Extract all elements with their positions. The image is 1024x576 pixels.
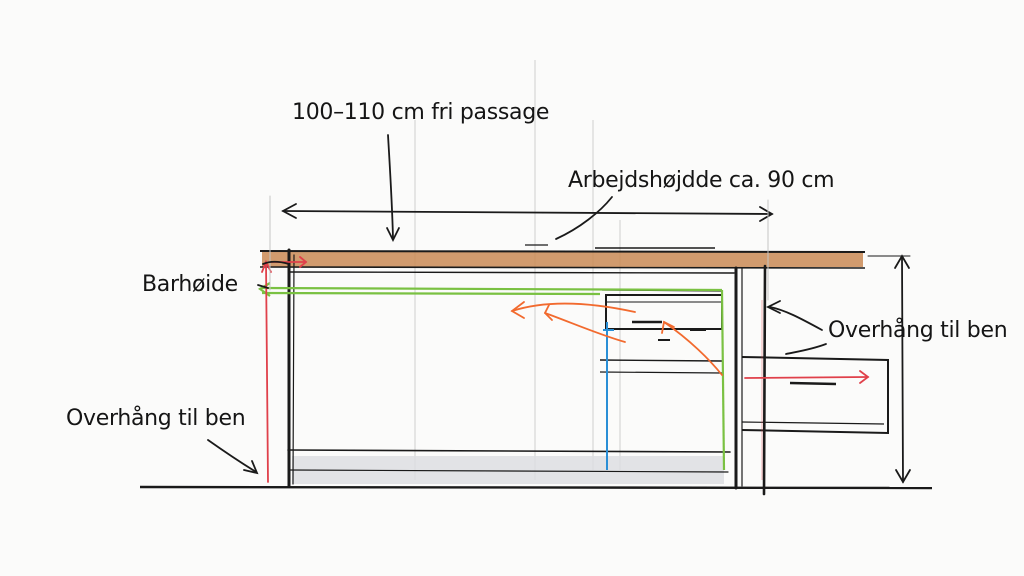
overhang-left-label: Overhång til ben <box>66 406 246 431</box>
red-markers <box>261 256 870 483</box>
bar-height-line <box>257 282 726 471</box>
floor-line <box>139 485 933 490</box>
pull-out-drawer <box>741 356 889 435</box>
overhang-right-label: Overhång til ben <box>828 318 1008 343</box>
countertop <box>259 244 866 269</box>
work-height-label: Arbejdshøjdde ca. 90 cm <box>568 168 835 193</box>
blue-marker <box>603 322 614 470</box>
passage-label: 100–110 cm fri passage <box>292 100 550 125</box>
dimension-arrows <box>207 134 911 484</box>
drawers <box>599 289 723 374</box>
bar-height-label: Barhøide <box>142 272 238 297</box>
orange-arrows <box>510 301 723 376</box>
